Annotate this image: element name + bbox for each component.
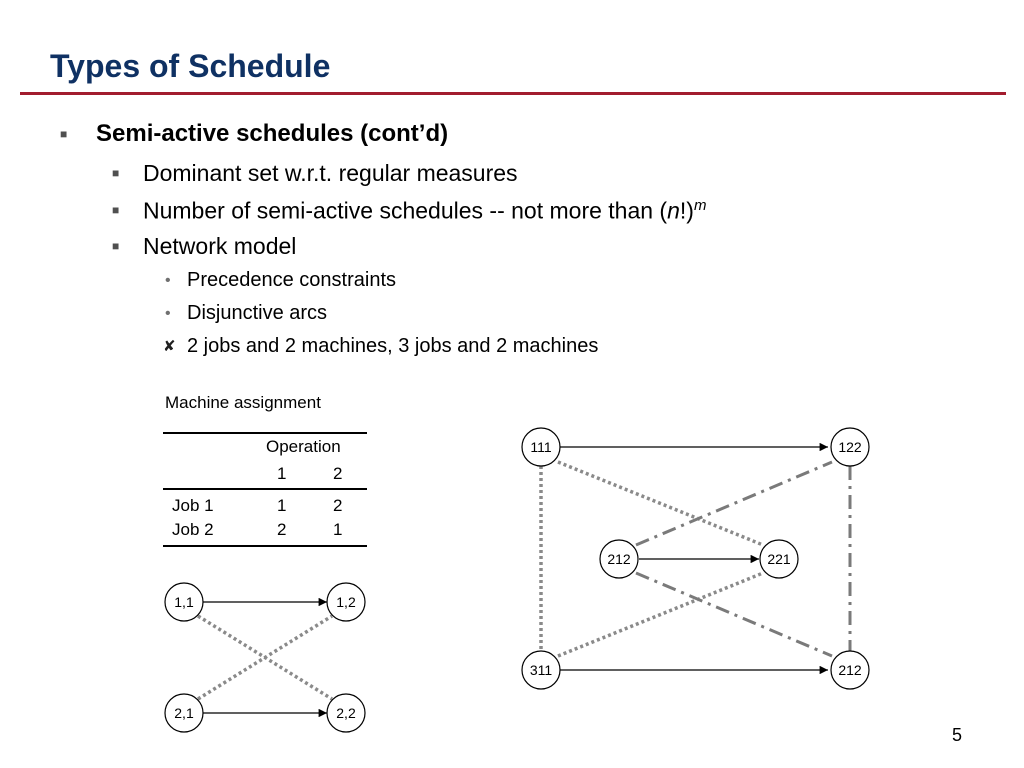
table-col-header: 1: [277, 464, 287, 483]
graph-node: [164, 582, 204, 622]
slide-title: Types of Schedule: [50, 48, 331, 84]
graph-node-label: 221: [767, 551, 791, 567]
bullet-math-bang: !): [679, 197, 694, 224]
dot-bullet-icon: •: [165, 305, 171, 322]
square-bullet-icon: ■: [112, 203, 120, 217]
bullet-text: Disjunctive arcs: [187, 302, 328, 324]
table-col-header: 2: [333, 464, 343, 483]
bullet-text: Precedence constraints: [187, 269, 397, 291]
table-bottom-rule: [163, 545, 367, 547]
disjunctive-arc: [635, 571, 833, 658]
table-group-header: Operation: [266, 437, 341, 456]
graph-node-label: 212: [838, 662, 862, 678]
bullet-math-m: m: [693, 197, 707, 214]
disjunctive-arc: [635, 460, 833, 547]
table-cell: 2: [333, 496, 343, 515]
graph-node-label: 1,1: [174, 594, 194, 610]
bullet-dominant: ■ Dominant set w.r.t. regular measures: [112, 160, 518, 187]
graph-node-label: 2,2: [336, 705, 356, 721]
graph-node: [521, 650, 561, 690]
bullet-number: ■ Number of semi-active schedules -- not…: [112, 197, 707, 225]
graph-node: [164, 693, 204, 733]
title-divider: [20, 92, 1006, 95]
square-bullet-icon: ■: [60, 127, 68, 141]
bullet-text: Number of semi-active schedules -- not m…: [143, 197, 668, 224]
bullet-math-n: n: [667, 197, 680, 224]
graph-node: [326, 693, 366, 733]
cross-bullet-icon: ✘: [163, 338, 176, 355]
bullet-text: Network model: [143, 233, 297, 259]
graph-node-label: 122: [838, 439, 862, 455]
table-row-label: Job 2: [172, 520, 214, 539]
table-caption: Machine assignment: [165, 393, 321, 412]
graph-node-label: 111: [530, 439, 551, 455]
square-bullet-icon: ■: [112, 166, 120, 180]
table-top-rule: [163, 432, 367, 434]
graph-node-label: 1,2: [336, 594, 356, 610]
square-bullet-icon: ■: [112, 239, 120, 253]
slide-number: 5: [952, 725, 963, 745]
table-mid-rule: [163, 488, 367, 490]
graph-node: [830, 427, 870, 467]
bullet-text: 2 jobs and 2 machines, 3 jobs and 2 mach…: [187, 335, 599, 357]
table-cell: 1: [333, 520, 343, 539]
disjunctive-arc: [557, 571, 764, 658]
small-graph: 1,1 1,2 2,1 2,2: [164, 582, 366, 733]
graph-node: [599, 539, 639, 579]
bullet-examples: ✘ 2 jobs and 2 machines, 3 jobs and 2 ma…: [163, 335, 599, 358]
graph-node: [521, 427, 561, 467]
bullet-network: ■ Network model: [112, 233, 297, 260]
table-cell: 2: [277, 520, 287, 539]
graph-node-label: 311: [530, 662, 553, 678]
graph-node: [759, 539, 799, 579]
large-graph: 111 122 212 221 311 212: [521, 427, 870, 690]
bullet-text: Semi-active schedules (cont’d): [96, 120, 449, 147]
bullet-text: Dominant set w.r.t. regular measures: [143, 160, 518, 186]
graph-node: [830, 650, 870, 690]
bullet-precedence: • Precedence constraints: [165, 269, 397, 292]
disjunctive-arc: [557, 460, 764, 547]
disjunctive-arc: [197, 614, 333, 701]
graph-node-label: 2,1: [174, 705, 194, 721]
graph-node-label: 212: [607, 551, 631, 567]
dot-bullet-icon: •: [165, 272, 171, 289]
bullet-semi-active: ■ Semi-active schedules (cont’d): [60, 120, 449, 148]
table-cell: 1: [277, 496, 287, 515]
table-row-label: Job 1: [172, 496, 214, 515]
graph-node: [326, 582, 366, 622]
bullet-disjunctive: • Disjunctive arcs: [165, 302, 328, 325]
